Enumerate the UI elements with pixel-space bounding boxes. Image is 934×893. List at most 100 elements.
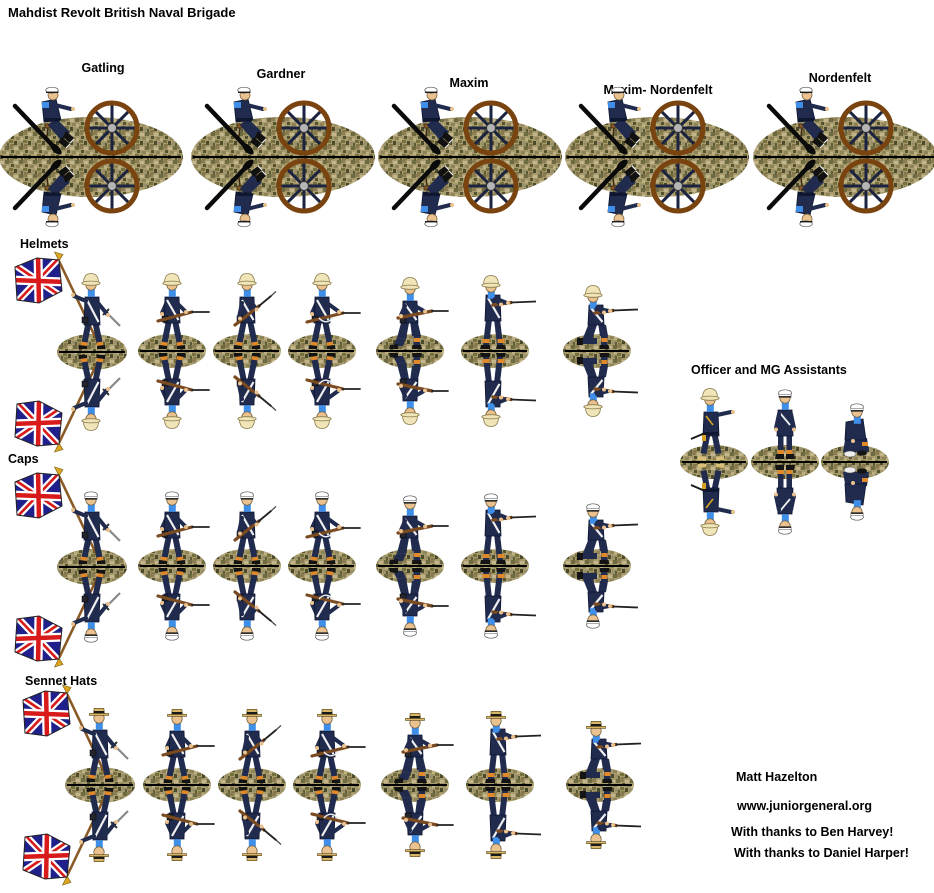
flag-bearer-stand-cap-mirror bbox=[11, 570, 120, 669]
flag-bearer-stand-sennet-figure bbox=[22, 684, 129, 782]
soldier-stand-helmet-at-the-ready-figure bbox=[233, 273, 277, 349]
gun-stand-maxim-svg: undefined bbox=[378, 86, 562, 252]
soldier-stand-cap-kneeling-firing-figure bbox=[577, 503, 639, 564]
gun-stand-nordenfelt-svg: undefined bbox=[753, 86, 934, 252]
flag-bearer-stand-cap-svg bbox=[7, 466, 127, 672]
gun-stand-maxim: undefined bbox=[374, 62, 566, 252]
soldier-stand-helmet-advancing bbox=[122, 261, 222, 441]
soldier-stand-helmet-advancing-figure bbox=[156, 273, 210, 349]
officer-stand-figure bbox=[690, 388, 735, 460]
soldier-stand-helmet-at-the-ready-mirror bbox=[231, 351, 278, 431]
soldier-stand-helmet-kneeling-firing-svg bbox=[563, 285, 640, 419]
gun-stand-gardner-figure: undefined bbox=[204, 86, 332, 156]
soldier-stand-cap-at-the-ready bbox=[197, 476, 297, 656]
mg-assistant-kneeling-stand-mirror bbox=[841, 465, 871, 523]
soldier-stand-cap-standing-firing-figure bbox=[480, 493, 537, 564]
gun-stand-maxim-figure: undefined bbox=[391, 86, 519, 156]
soldier-stand-sennet-standing-firing bbox=[450, 695, 550, 875]
soldier-stand-cap-advancing-figure bbox=[156, 491, 210, 564]
soldier-stand-helmet-kneeling-firing-figure bbox=[577, 285, 639, 349]
soldier-stand-cap-advancing-2 bbox=[272, 476, 372, 656]
soldier-stand-cap-kneeling-ready-svg bbox=[376, 495, 450, 639]
soldier-stand-cap-at-the-ready-svg bbox=[213, 491, 281, 643]
soldier-stand-helmet-kneeling-ready bbox=[360, 261, 460, 441]
officer-stand bbox=[664, 382, 764, 542]
soldier-stand-sennet-advancing bbox=[127, 695, 227, 875]
soldier-stand-sennet-standing-firing-svg bbox=[466, 711, 543, 861]
soldier-stand-helmet-kneeling-ready-mirror bbox=[387, 351, 450, 427]
mg-assistant-standing-stand-svg bbox=[751, 389, 819, 537]
soldier-stand-helmet-at-the-ready-svg bbox=[213, 273, 281, 431]
flag-bearer-stand-helmet-mirror bbox=[11, 355, 120, 454]
soldier-stand-helmet-standing-firing bbox=[445, 261, 545, 441]
soldier-stand-helmet-kneeling-firing bbox=[547, 261, 647, 441]
soldier-stand-cap-kneeling-ready-mirror bbox=[387, 566, 450, 639]
soldier-stand-helmet-at-the-ready bbox=[197, 261, 297, 441]
officer-stand-svg bbox=[680, 388, 748, 538]
soldier-stand-cap-at-the-ready-mirror bbox=[231, 566, 278, 643]
mg-assistant-standing-stand bbox=[735, 382, 835, 542]
soldier-stand-helmet-advancing-svg bbox=[138, 273, 211, 431]
page-title: Mahdist Revolt British Naval Brigade bbox=[8, 5, 236, 20]
gun-stand-gardner: undefined bbox=[187, 62, 379, 252]
gun-stand-gardner-svg: undefined bbox=[191, 86, 375, 252]
soldier-stand-sennet-advancing-2 bbox=[277, 695, 377, 875]
credit-website: www.juniorgeneral.org bbox=[737, 799, 872, 813]
soldier-stand-sennet-kneeling-firing-figure bbox=[580, 721, 642, 783]
soldier-stand-helmet-advancing-2-figure bbox=[305, 273, 361, 349]
gun-label-nordenfelt: Nordenfelt bbox=[808, 71, 872, 85]
soldier-stand-sennet-advancing-2-figure bbox=[310, 709, 366, 783]
flag-bearer-stand-sennet-svg bbox=[15, 684, 135, 890]
credit-thanks-2: With thanks to Daniel Harper! bbox=[734, 846, 909, 860]
soldier-stand-cap-kneeling-firing-mirror bbox=[575, 566, 640, 631]
gun-label-maxim: Maxim bbox=[449, 76, 489, 90]
section-label-officer: Officer and MG Assistants bbox=[691, 363, 847, 377]
mg-assistant-standing-stand-figure bbox=[774, 389, 796, 459]
soldier-stand-cap-advancing-2-svg bbox=[288, 491, 362, 643]
gun-label-gardner: Gardner bbox=[256, 67, 306, 81]
soldier-stand-helmet-advancing-2 bbox=[272, 261, 372, 441]
flag-bearer-stand-sennet bbox=[15, 680, 165, 890]
soldier-stand-helmet-advancing-2-svg bbox=[288, 273, 362, 431]
gun-stand-gatling-figure: undefined bbox=[12, 86, 140, 156]
soldier-stand-cap-advancing-2-figure bbox=[305, 491, 361, 564]
soldier-stand-helmet-kneeling-firing-mirror bbox=[575, 351, 640, 419]
gun-stand-gatling: undefined bbox=[0, 62, 187, 252]
soldier-stand-sennet-at-the-ready-svg bbox=[218, 709, 286, 863]
section-label-caps: Caps bbox=[8, 452, 39, 466]
soldier-stand-cap-advancing-svg bbox=[138, 491, 211, 643]
soldier-stand-helmet-standing-firing-svg bbox=[461, 275, 538, 429]
gun-stand-maxim-nordenfelt-figure: undefined bbox=[578, 86, 706, 156]
flag-bearer-stand-cap-figure bbox=[14, 466, 121, 564]
soldier-stand-helmet-kneeling-ready-figure bbox=[389, 277, 449, 349]
mg-assistant-kneeling-stand-figure bbox=[843, 403, 869, 458]
soldier-stand-sennet-at-the-ready-mirror bbox=[236, 785, 283, 863]
soldier-stand-cap-standing-firing-svg bbox=[461, 493, 538, 641]
soldier-stand-sennet-kneeling-firing bbox=[550, 695, 650, 875]
soldier-stand-sennet-at-the-ready-figure bbox=[238, 709, 282, 783]
flag-bearer-stand-cap bbox=[7, 462, 157, 672]
soldier-stand-sennet-kneeling-ready bbox=[365, 695, 465, 875]
soldier-stand-sennet-kneeling-ready-svg bbox=[381, 713, 455, 859]
soldier-stand-helmet-standing-firing-figure bbox=[480, 275, 537, 349]
gun-label-gatling: Gatling bbox=[81, 61, 125, 75]
flag-bearer-stand-helmet-svg bbox=[7, 251, 127, 457]
soldier-stand-cap-advancing bbox=[122, 476, 222, 656]
soldier-stand-helmet-kneeling-ready-svg bbox=[376, 277, 450, 427]
soldier-stand-sennet-advancing-svg bbox=[143, 709, 216, 863]
soldier-stand-cap-kneeling-ready-figure bbox=[389, 495, 449, 564]
soldier-stand-cap-kneeling-firing-svg bbox=[563, 503, 640, 631]
flag-bearer-stand-helmet-figure bbox=[14, 251, 121, 349]
union-jack-flag bbox=[15, 473, 62, 518]
soldier-stand-sennet-kneeling-ready-mirror bbox=[392, 785, 455, 859]
soldier-stand-sennet-advancing-2-svg bbox=[293, 709, 367, 863]
mg-assistant-kneeling-stand bbox=[805, 382, 905, 542]
soldier-stand-cap-standing-firing bbox=[445, 476, 545, 656]
soldier-stand-sennet-kneeling-ready-figure bbox=[394, 713, 454, 783]
flag-bearer-stand-sennet-mirror bbox=[19, 788, 128, 887]
section-label-sennet-hats: Sennet Hats bbox=[25, 674, 98, 688]
soldier-stand-cap-at-the-ready-figure bbox=[233, 491, 277, 564]
soldier-stand-sennet-standing-firing-figure bbox=[485, 711, 542, 783]
soldier-stand-cap-kneeling-firing bbox=[547, 476, 647, 656]
